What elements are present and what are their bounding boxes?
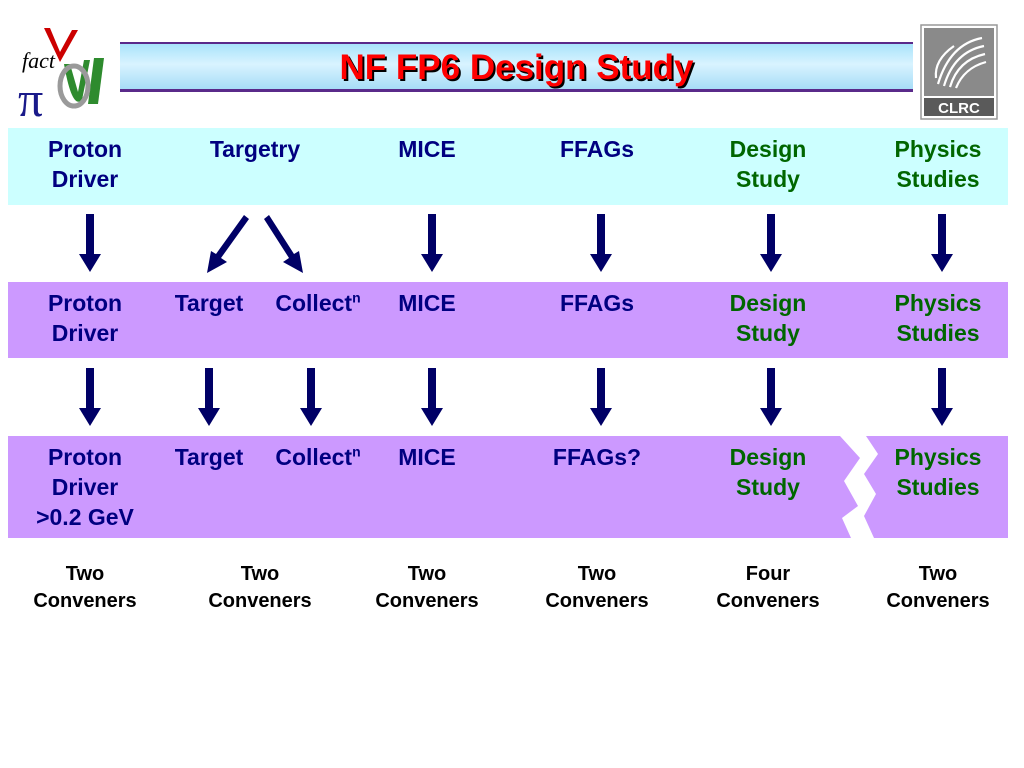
arrow-collect-2	[300, 368, 322, 426]
row2-proton-line2: Driver	[51, 320, 119, 346]
conveners-count: Two	[240, 563, 280, 585]
row1-proton-line2: Driver	[51, 166, 119, 192]
row2-physics-studies: Physics Studies	[873, 288, 1003, 348]
arrow-proton-2	[79, 368, 101, 426]
conveners-count: Two	[65, 563, 105, 585]
conveners-physics: Two Conveners	[863, 561, 1013, 615]
logo-left-text: fact	[22, 48, 56, 73]
conveners-word: Conveners	[208, 590, 312, 612]
clrc-logo: CLRC	[920, 24, 998, 120]
row2-proton-driver: Proton Driver	[25, 288, 145, 348]
row3-proton-line1: Proton	[47, 444, 123, 470]
row3-ffags: FFAGs?	[552, 444, 642, 470]
row3-target: Target	[174, 444, 244, 470]
arrow-targetry-right	[264, 215, 303, 273]
row2-design-line1: Design	[729, 290, 807, 316]
row1-mice: MICE	[398, 136, 456, 162]
logo-right-text: CLRC	[938, 100, 980, 117]
row2-physics-line1: Physics	[894, 290, 982, 316]
slide-title: NF FP6 Design Study	[339, 48, 694, 87]
row1-physics-studies: Physics Studies	[873, 134, 1003, 194]
row2-proton-line1: Proton	[47, 290, 123, 316]
row1-ffags: FFAGs	[559, 136, 635, 162]
conveners-design: Four Conveners	[693, 561, 843, 615]
row3-design-line1: Design	[729, 444, 807, 470]
row1-targetry: Targetry	[209, 136, 301, 162]
arrow-target-2	[198, 368, 220, 426]
row2-collect: Collectn	[258, 288, 378, 318]
row3-physics-line2: Studies	[896, 474, 980, 500]
row3-proton-line3: >0.2 GeV	[36, 504, 134, 530]
arrow-physics-1	[931, 214, 953, 272]
row3-mice: MICE	[398, 444, 456, 470]
arrow-proton-1	[79, 214, 101, 272]
arrow-mice-1	[421, 214, 443, 272]
conveners-word: Conveners	[375, 590, 479, 612]
row2-ffags: FFAGs	[559, 290, 635, 316]
conveners-word: Conveners	[716, 590, 820, 612]
conveners-count: Four	[745, 563, 791, 585]
row2-collect-sup: n	[352, 289, 361, 306]
arrow-design-2	[760, 368, 782, 426]
svg-text:π: π	[18, 71, 43, 120]
row2-design-study: Design Study	[703, 288, 833, 348]
conveners-ffags: Two Conveners	[522, 561, 672, 615]
conveners-count: Two	[407, 563, 447, 585]
row2-target: Target	[174, 290, 244, 316]
row1-physics-line1: Physics	[894, 136, 982, 162]
row3-physics-line1: Physics	[894, 444, 982, 470]
row3-collect: Collectn	[258, 442, 378, 472]
row1-band	[8, 128, 1008, 205]
row3-band	[8, 436, 1008, 538]
arrow-physics-2	[931, 368, 953, 426]
arrow-ffags-2	[590, 368, 612, 426]
row1-proton-driver: Proton Driver	[25, 134, 145, 194]
title-bar	[120, 42, 913, 92]
row3-physics-studies: Physics Studies	[873, 442, 1003, 502]
row2-design-line2: Study	[736, 320, 800, 346]
row3-proton-driver: Proton Driver >0.2 GeV	[15, 442, 155, 532]
row1-physics-line2: Studies	[896, 166, 980, 192]
row1-design-study: Design Study	[703, 134, 833, 194]
nufact-logo: fact π	[18, 28, 104, 120]
conveners-count: Two	[577, 563, 617, 585]
conveners-word: Conveners	[545, 590, 649, 612]
row1-proton-line1: Proton	[47, 136, 123, 162]
row3-design-line2: Study	[736, 474, 800, 500]
arrow-ffags-1	[590, 214, 612, 272]
row2-band	[8, 282, 1008, 358]
row1-design-line2: Study	[736, 166, 800, 192]
arrow-targetry-left	[207, 215, 249, 273]
row3-proton-line2: Driver	[51, 474, 119, 500]
conveners-word: Conveners	[886, 590, 990, 612]
conveners-word: Conveners	[33, 590, 137, 612]
row1-design-line1: Design	[729, 136, 807, 162]
arrow-design-1	[760, 214, 782, 272]
row3-design-study: Design Study	[703, 442, 833, 502]
row2-mice: MICE	[398, 290, 456, 316]
conveners-target: Two Conveners	[185, 561, 335, 615]
row2-physics-line2: Studies	[896, 320, 980, 346]
conveners-mice: Two Conveners	[352, 561, 502, 615]
row3-collect-sup: n	[352, 443, 361, 460]
row2-collect-text: Collect	[275, 290, 353, 316]
conveners-count: Two	[918, 563, 958, 585]
conveners-proton: Two Conveners	[10, 561, 160, 615]
arrow-mice-2	[421, 368, 443, 426]
row3-collect-text: Collect	[275, 444, 353, 470]
